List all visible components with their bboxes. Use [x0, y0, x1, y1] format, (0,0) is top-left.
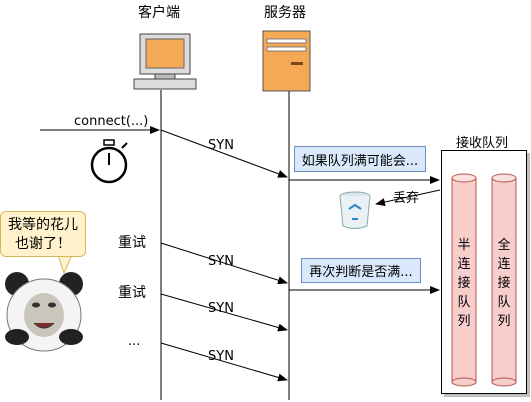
syn-arrow-3 — [160, 293, 288, 332]
recheck-note: 再次判断是否满... — [301, 258, 421, 283]
syn-label-2: SYN — [208, 254, 234, 269]
connect-label: connect(...) — [74, 114, 149, 129]
full-queue-cylinder — [491, 173, 517, 387]
client-title: 客户端 — [138, 5, 180, 21]
receive-queue-title: 接收队列 — [456, 136, 509, 151]
speech-bubble: 我等的花儿 也谢了！ — [0, 211, 86, 257]
drop-arrow — [375, 189, 441, 206]
server-title: 服务器 — [264, 5, 306, 21]
half-queue-label: 半连接队列 — [457, 238, 471, 329]
queue-full-note: 如果队列满可能会... — [294, 146, 426, 172]
drop-label: 丢弃 — [393, 191, 420, 206]
syn-label-1: SYN — [208, 138, 234, 153]
syn-arrow-2 — [160, 242, 288, 285]
syn-label-4: SYN — [208, 349, 234, 364]
syn-arrow-4 — [160, 342, 288, 382]
syn-arrow-1 — [160, 129, 288, 178]
full-queue-label: 全连接队列 — [497, 238, 511, 329]
client-computer-icon — [133, 33, 197, 90]
bubble-line-2: 也谢了！ — [15, 236, 71, 252]
half-queue-cylinder — [451, 173, 477, 387]
retry-ellipsis: ... — [128, 334, 141, 349]
stopwatch-icon — [90, 139, 128, 184]
bubble-tail — [57, 254, 73, 275]
server-tower-icon — [262, 30, 311, 92]
bubble-line-1: 我等的花儿 — [8, 217, 78, 233]
syn-label-3: SYN — [208, 301, 234, 316]
recycle-bin-icon — [339, 191, 371, 229]
retry-label-1: 重试 — [118, 235, 146, 251]
retry-label-2: 重试 — [118, 285, 146, 301]
panda-meme-face — [5, 272, 83, 352]
